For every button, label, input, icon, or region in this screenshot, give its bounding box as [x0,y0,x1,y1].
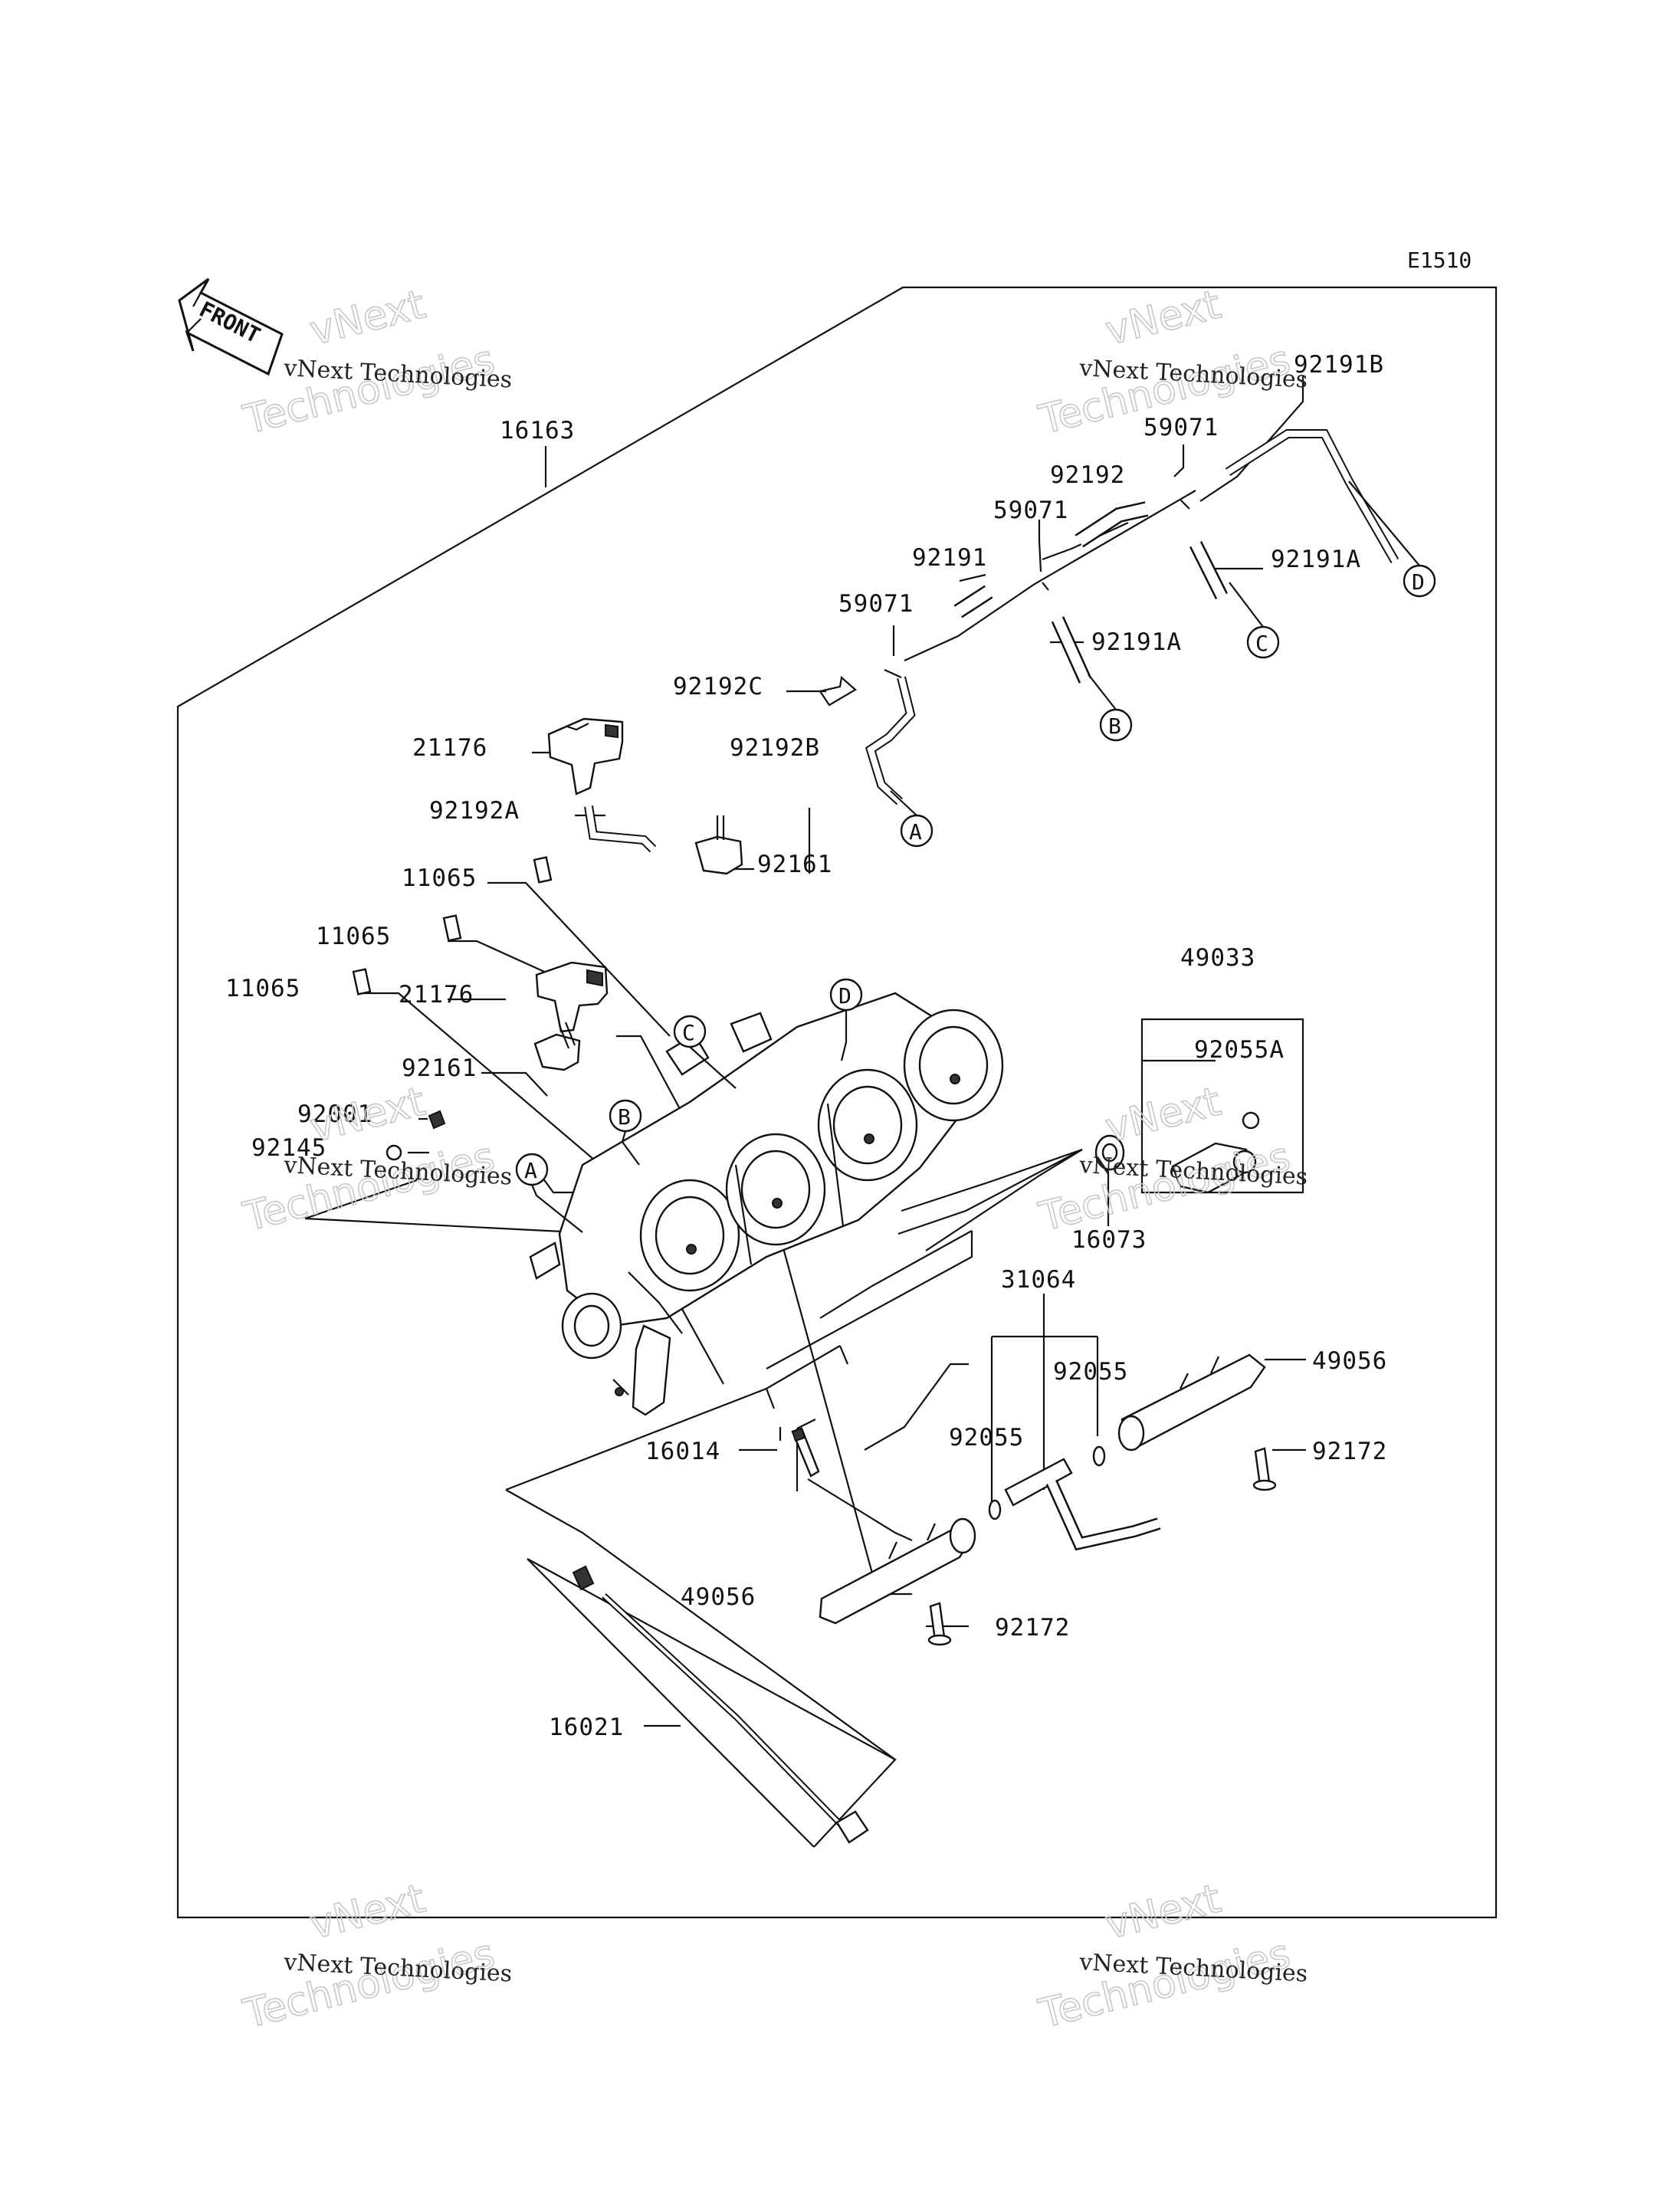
svg-text:vNext: vNext [306,1876,430,1949]
part-label: 49056 [1312,1347,1387,1375]
part-label: 11065 [402,864,477,892]
circle-label-b-top: B [1108,713,1121,739]
front-label: FRONT [195,297,264,349]
screws-92001-92145 [386,1110,446,1161]
part-label: 92191 [912,544,987,572]
part-label: 49056 [681,1583,756,1611]
svg-text:vNext: vNext [1101,1876,1226,1949]
diagram-frame [176,286,1498,1919]
circle-markers: A B C D A B C D [515,564,1436,1186]
circle-label-c-lower: C [682,1020,695,1045]
circle-label-d-lower: D [838,983,851,1009]
svg-text:vNext: vNext [1101,1079,1226,1152]
watermark-bottom-right: vNext Technologies vNext Technologies [1034,1875,1308,2039]
part-label: 59071 [1144,414,1219,441]
fuel-rail-upper [1117,1353,1266,1451]
part-label: 16014 [645,1438,720,1465]
part-label: 92001 [297,1100,372,1128]
watermark-mid-right: vNext Technologies vNext Technologies [1034,1078,1308,1242]
circle-label-d-top: D [1412,569,1425,595]
part-label: 92192C [673,673,763,700]
watermark-top-left: vNext Technologies vNext Technologies [238,281,513,444]
circle-label-a-lower: A [524,1158,537,1183]
fuel-rail-lower [819,1517,976,1625]
part-label: 92191A [1271,546,1361,573]
part-label: 59071 [993,497,1068,524]
front-arrow-icon: FRONT [178,277,284,376]
part-label: 92055 [949,1424,1024,1451]
svg-text:vNext: vNext [306,1079,430,1152]
part-label: 21176 [412,734,487,762]
valve-92161-upper [694,815,743,875]
part-label: 49033 [1180,944,1255,972]
part-labels: 16163 92191B 59071 92192 59071 92191 921… [225,351,1387,1741]
part-label: 92192A [429,797,520,825]
part-label: 16021 [549,1714,624,1741]
bracket-lines [505,1018,1304,1848]
svg-text:vNext: vNext [306,282,430,355]
part-label: 92161 [757,851,832,878]
cable-16021 [572,1565,869,1844]
part-label: 21176 [399,981,474,1009]
part-label: 92055 [1053,1358,1128,1386]
circle-marker-leaders [530,481,1420,1233]
part-label: 92172 [995,1614,1070,1642]
injector-kit-49033 [1094,1111,1260,1194]
diagram-code: E1510 [1407,248,1472,273]
part-label: 92192B [730,734,820,762]
pressure-sensor-upper [547,717,624,795]
part-label: 92172 [1312,1438,1387,1465]
part-label: 92161 [402,1055,477,1082]
svg-text:vNext: vNext [1101,282,1226,355]
fuel-pipe-31064 [988,1445,1161,1551]
part-label: 92191B [1294,351,1384,379]
part-label: 92145 [251,1134,326,1162]
part-label: 92055A [1194,1036,1285,1064]
fittings-11065 [352,856,553,996]
valve-92161-lower [533,1022,581,1071]
watermark-bottom-left: vNext Technologies vNext Technologies [238,1875,513,2039]
screw-16014 [791,1427,820,1478]
part-label: 16073 [1071,1226,1147,1254]
circle-label-c-top: C [1255,631,1268,656]
pressure-sensor-lower [535,961,609,1033]
throttle-body-assembly [529,992,1004,1416]
screws-92172 [927,1447,1277,1646]
part-label: 11065 [316,923,391,950]
vacuum-hoses [584,429,1399,853]
part-label: 92192 [1050,461,1125,489]
part-label: 11065 [225,975,300,1002]
part-label: 92191A [1091,628,1182,656]
circle-label-b-lower: B [618,1104,631,1130]
part-label: 16163 [500,417,575,444]
part-label: 59071 [838,590,914,618]
circle-label-a-top: A [909,819,922,845]
part-label: 31064 [1001,1266,1076,1294]
